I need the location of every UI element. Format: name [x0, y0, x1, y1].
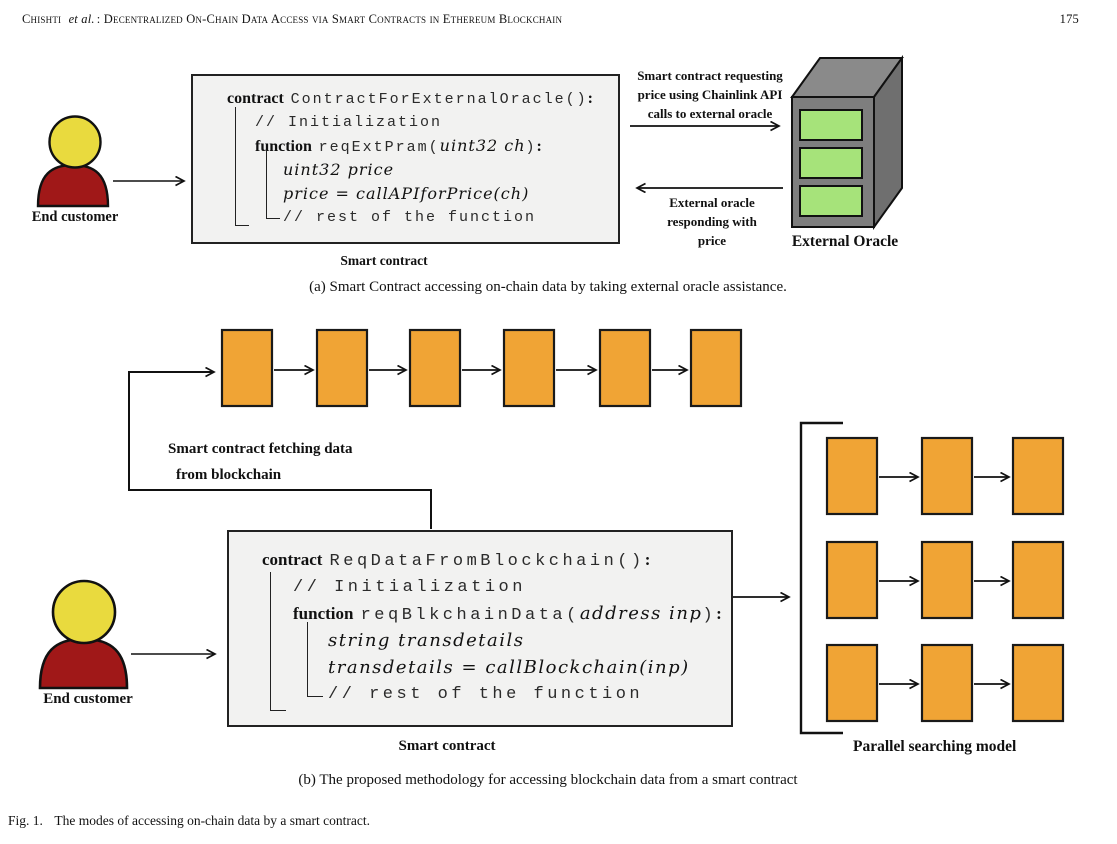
end-customer-label: End customer: [43, 691, 133, 707]
parallel-model-bracket: [799, 421, 843, 735]
caption-a: (a) Smart Contract accessing on-chain da…: [309, 279, 787, 295]
caption-b: (b) The proposed methodology for accessi…: [298, 772, 798, 788]
parallel-model-label: Parallel searching model: [853, 738, 1017, 755]
running-title-etal: et al.: [68, 12, 95, 26]
person-head: [48, 115, 102, 169]
parallel-block: [920, 436, 974, 516]
blockchain-block: [689, 328, 743, 408]
smart-contract-label: Smart contract: [340, 253, 428, 268]
parallel-block: [1011, 436, 1065, 516]
running-title: Chishti et al.: Decentralized On-Chain D…: [22, 12, 562, 27]
page-header: Chishti et al.: Decentralized On-Chain D…: [22, 12, 1079, 27]
code-line: transdetails = callBlockchain(inp): [328, 656, 690, 678]
parallel-block: [825, 643, 879, 723]
person-body: [36, 163, 110, 208]
page-number: 175: [1059, 12, 1079, 26]
figure-caption-text: The modes of accessing on-chain data by …: [54, 813, 370, 828]
parallel-block: [825, 436, 879, 516]
server-slot: [799, 147, 863, 179]
end-customer-icon: [38, 579, 129, 690]
parallel-block: [825, 540, 879, 620]
blockchain-block: [220, 328, 274, 408]
figure-caption-label: Fig. 1.: [8, 813, 43, 828]
parallel-searching-grid: [825, 436, 1065, 723]
code-scope-bracket: [266, 150, 280, 219]
code-line: // rest of the function: [328, 685, 644, 705]
parallel-block: [920, 540, 974, 620]
server-slot: [799, 185, 863, 217]
code-line: uint32 price: [283, 160, 395, 180]
figure-caption: Fig. 1. The modes of accessing on-chain d…: [8, 813, 370, 829]
person-body: [38, 637, 129, 690]
end-customer-icon: [36, 115, 110, 208]
request-arrow-label: Smart contract requesting price using Ch…: [637, 68, 783, 121]
running-title-rest: : Decentralized On-Chain Data Access via…: [96, 12, 563, 26]
contract-to-blockchain-connector: [128, 372, 432, 529]
parallel-block: [1011, 540, 1065, 620]
parallel-block: [920, 643, 974, 723]
response-arrow-label: External oracle responding with price: [667, 195, 757, 248]
smart-contract-label: Smart contract: [398, 738, 496, 754]
code-scope-bracket: [235, 107, 249, 226]
code-scope-bracket: [307, 622, 323, 697]
blockchain-block: [502, 328, 556, 408]
code-line: // rest of the function: [283, 209, 537, 227]
external-oracle-label: External Oracle: [791, 233, 899, 250]
blockchain-block: [598, 328, 652, 408]
blockchain-block: [408, 328, 462, 408]
code-line: string transdetails: [328, 630, 525, 652]
external-oracle-icon: [790, 54, 904, 231]
end-customer-label: End customer: [31, 209, 119, 225]
parallel-block: [1011, 643, 1065, 723]
server-slot: [799, 109, 863, 141]
fetch-data-label: Smart contract fetching data from blockc…: [168, 441, 353, 483]
code-scope-bracket: [270, 572, 286, 711]
blockchain-block: [315, 328, 369, 408]
code-line: // Initialization: [293, 578, 526, 598]
person-head: [51, 579, 117, 645]
blockchain-chain: [220, 328, 743, 408]
code-line: price = callAPIforPrice(ch): [283, 183, 530, 203]
code-line: // Initialization: [255, 114, 443, 132]
running-title-authors: Chishti: [22, 12, 65, 26]
